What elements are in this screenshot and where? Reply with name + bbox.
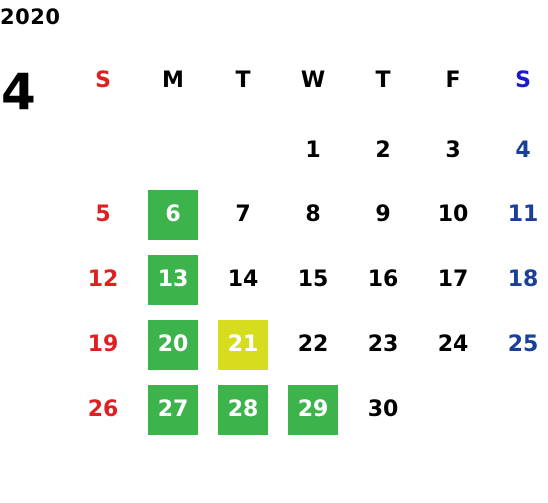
day-cell-18[interactable]: 18 [507,267,539,292]
day-cell-28[interactable]: 28 [218,385,268,435]
day-cell-27[interactable]: 27 [148,385,198,435]
day-cell-25[interactable]: 25 [507,332,539,357]
weekday-header-tuesday: T [235,68,251,93]
day-cell-21[interactable]: 21 [218,320,268,370]
weekday-header-saturday: S [515,68,531,93]
day-cell-1[interactable]: 1 [305,138,321,163]
day-cell-7[interactable]: 7 [235,202,251,227]
weekday-header-thursday: T [375,68,391,93]
day-cell-19[interactable]: 19 [87,332,119,357]
day-cell-3[interactable]: 3 [445,138,461,163]
day-cell-15[interactable]: 15 [297,267,329,292]
day-cell-29[interactable]: 29 [288,385,338,435]
day-cell-8[interactable]: 8 [305,202,321,227]
day-cell-12[interactable]: 12 [87,267,119,292]
weekday-header-sunday: S [95,68,111,93]
day-cell-5[interactable]: 5 [95,202,111,227]
weekday-header-friday: F [445,68,461,93]
day-cell-14[interactable]: 14 [227,267,259,292]
day-cell-10[interactable]: 10 [437,202,469,227]
day-cell-24[interactable]: 24 [437,332,469,357]
day-cell-26[interactable]: 26 [87,397,119,422]
day-cell-20[interactable]: 20 [148,320,198,370]
day-cell-11[interactable]: 11 [507,202,539,227]
day-cell-6[interactable]: 6 [148,190,198,240]
day-cell-30[interactable]: 30 [367,397,399,422]
day-cell-4[interactable]: 4 [515,138,531,163]
day-cell-2[interactable]: 2 [375,138,391,163]
day-cell-9[interactable]: 9 [375,202,391,227]
calendar-year: 2020 [0,5,61,29]
weekday-header-monday: M [162,68,184,93]
day-cell-13[interactable]: 13 [148,255,198,305]
day-cell-17[interactable]: 17 [437,267,469,292]
day-cell-23[interactable]: 23 [367,332,399,357]
day-cell-16[interactable]: 16 [367,267,399,292]
weekday-header-wednesday: W [300,68,326,93]
calendar-month-number: 4 [1,63,36,121]
day-cell-22[interactable]: 22 [297,332,329,357]
